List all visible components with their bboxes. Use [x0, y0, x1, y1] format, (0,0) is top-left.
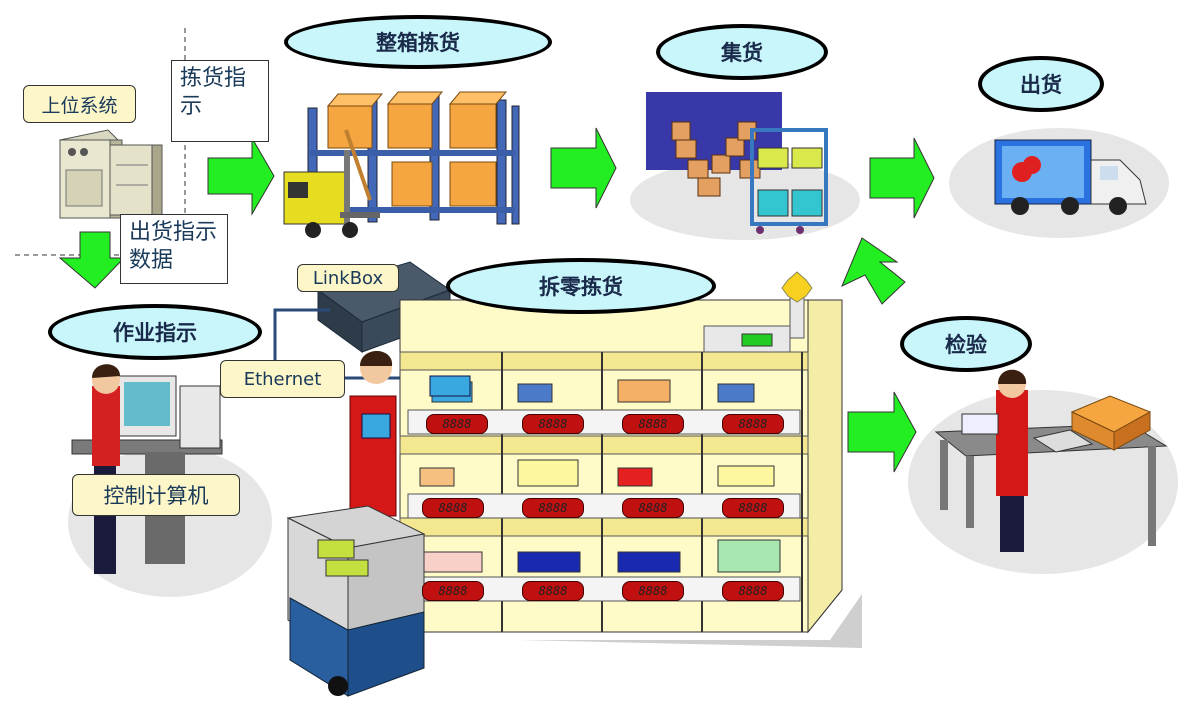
stage-consolidation: 集货: [656, 24, 828, 80]
digit-display: 8888: [722, 581, 784, 601]
arrow-inspection-to-consolidation: [841, 237, 906, 305]
control-pc-label: 控制计算机: [72, 474, 240, 516]
stage-case-picking-label: 整箱拣货: [376, 31, 460, 55]
arrow-to-consolidation: [550, 127, 617, 209]
stage-inspection: 检验: [900, 316, 1032, 372]
stage-piece-picking: 拆零拣货: [446, 258, 716, 314]
pallet-rack-illustration: [283, 91, 520, 238]
digit-display: 8888: [622, 414, 684, 434]
digit-display: 8888: [522, 581, 584, 601]
shipping-data-doc: 出货指示数据: [120, 214, 228, 284]
stage-consolidation-label: 集货: [721, 41, 763, 65]
picker-worker-illustration: [349, 351, 471, 546]
arrow-down-to-work-instruction: [58, 231, 126, 289]
stage-inspection-label: 检验: [945, 333, 987, 357]
digit-display: 8888: [422, 498, 484, 518]
digit-display: 8888: [622, 498, 684, 518]
stage-work-instruction: 作业指示: [48, 304, 262, 360]
delivery-truck-icon: [994, 139, 1147, 215]
consolidation-illustration: [646, 92, 828, 234]
picking-cart-illustration: [286, 505, 426, 697]
digit-display: 8888: [722, 498, 784, 518]
digit-display: 8888: [622, 581, 684, 601]
stage-work-instruction-label: 作业指示: [113, 321, 197, 345]
picking-instruction-text: 拣货指示: [180, 66, 247, 119]
digit-display: 8888: [522, 498, 584, 518]
stage-shipping-label: 出货: [1020, 73, 1062, 97]
linkbox-label: LinkBox: [297, 264, 399, 292]
digit-display: 8888: [522, 414, 584, 434]
host-system-label: 上位系统: [23, 85, 136, 123]
arrow-to-case-picking: [207, 136, 275, 216]
digit-display: 8888: [426, 414, 488, 434]
host-server-icon: [58, 129, 163, 219]
stage-case-picking: 整箱拣货: [284, 15, 552, 69]
inspection-illustration: [934, 369, 1168, 552]
digit-display: 8888: [722, 414, 784, 434]
control-pc-text: 控制计算机: [103, 484, 209, 508]
shipping-data-text: 出货指示数据: [129, 220, 218, 273]
arrow-to-shipping: [869, 137, 935, 219]
host-system-text: 上位系统: [41, 94, 118, 117]
ethernet-text: Ethernet: [243, 368, 322, 390]
digit-display: 8888: [422, 581, 484, 601]
stage-shipping: 出货: [978, 56, 1104, 112]
stage-piece-picking-label: 拆零拣货: [539, 275, 623, 299]
picking-instruction-doc: 拣货指示: [171, 60, 269, 142]
ethernet-label: Ethernet: [220, 360, 345, 398]
arrow-to-inspection: [847, 391, 917, 473]
linkbox-text: LinkBox: [312, 267, 384, 289]
